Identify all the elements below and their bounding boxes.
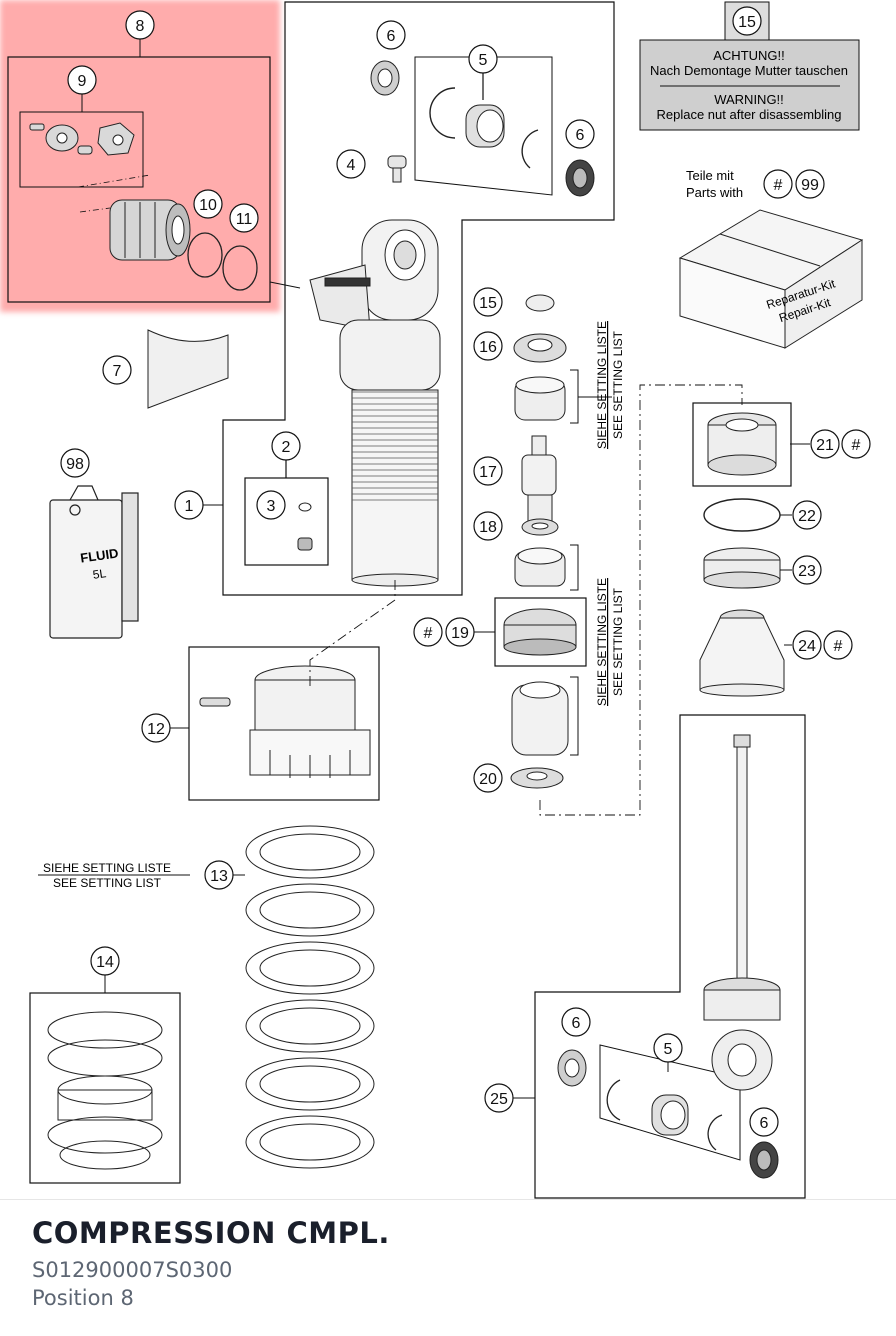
shock-absorber-body (309, 219, 441, 587)
setting-en-upper: SEE SETTING LIST (611, 330, 625, 439)
fluid-label-line2: 5L (92, 566, 107, 582)
warning-de-title: ACHTUNG!! (713, 48, 785, 63)
callout-hash-24: # (834, 638, 843, 655)
callout-6-bottom-right: 6 (760, 1115, 769, 1132)
callout-98: 98 (66, 456, 84, 473)
callout-10: 10 (199, 197, 217, 214)
callout-19: 19 (451, 625, 469, 642)
callout-13: 13 (210, 868, 228, 885)
part-9-adjuster (29, 122, 135, 156)
callout-6-bottom-left: 6 (572, 1015, 581, 1032)
callout-20: 20 (479, 771, 497, 788)
part-7-sleeve (147, 329, 229, 409)
highlight-position-8[interactable] (0, 0, 280, 312)
setting-en-lower: SEE SETTING LIST (611, 587, 625, 696)
callout-21: 21 (816, 437, 834, 454)
part-12-spring-adjuster (188, 646, 380, 801)
callout-2: 2 (282, 439, 291, 456)
callout-23: 23 (798, 563, 816, 580)
exploded-parts-diagram: FLUID 5L (0, 0, 871, 1199)
callout-6-top-left: 6 (387, 28, 396, 45)
callout-14: 14 (96, 954, 114, 971)
part-5-bushing-top (429, 87, 539, 169)
part-10-o-ring (187, 232, 223, 278)
part-6-seal-top-left (370, 60, 400, 96)
callout-12: 12 (147, 721, 165, 738)
callout-hash-21: # (852, 437, 861, 454)
assembly-connectors (309, 384, 743, 816)
part-4-valve (387, 155, 407, 183)
callout-hash-19: # (424, 625, 433, 642)
part-position: Position 8 (32, 1286, 134, 1310)
warning-en-title: WARNING!! (714, 92, 784, 107)
callout-15: 15 (479, 295, 497, 312)
callout-3: 3 (267, 498, 276, 515)
setting-de-upper: SIEHE SETTING LISTE (595, 321, 609, 449)
callout-numbers: 1 2 3 4 5 5 6 6 6 6 7 8 9 10 11 12 13 14… (66, 14, 860, 1132)
callout-5-bottom: 5 (664, 1041, 673, 1058)
callout-17: 17 (479, 464, 497, 481)
setting-list-brackets (570, 369, 612, 756)
callout-25: 25 (490, 1091, 508, 1108)
repair-kit-box (678, 209, 864, 349)
part-11-o-ring (222, 245, 258, 291)
fluid-label-line1: FLUID (79, 545, 119, 565)
callout-1: 1 (185, 498, 194, 515)
callout-99: 99 (801, 177, 819, 194)
warning-en-text: Replace nut after disassembling (657, 107, 842, 122)
callout-9: 9 (78, 73, 87, 90)
warning-plate (639, 1, 860, 131)
thread-lines (352, 391, 438, 501)
callout-22: 22 (798, 508, 816, 525)
warning-de-text: Nach Demontage Mutter tauschen (650, 63, 848, 78)
callout-18: 18 (479, 519, 497, 536)
part-6-seal-top-right (565, 159, 595, 197)
callout-6-top-right: 6 (576, 127, 585, 144)
part-number: S012900007S0300 (32, 1258, 233, 1282)
callout-4: 4 (347, 157, 356, 174)
right-parts-column (692, 402, 792, 697)
leader-lines (104, 443, 810, 1099)
callout-hash-99: # (774, 177, 783, 194)
middle-parts-column (494, 294, 587, 789)
callout-7: 7 (113, 363, 122, 380)
callout-5-top: 5 (479, 52, 488, 69)
callout-11: 11 (236, 211, 253, 228)
part-info-footer: COMPRESSION CMPL. S012900007S0300 Positi… (0, 1199, 896, 1336)
callout-8[interactable]: 8 (136, 18, 145, 35)
part-13-spring (245, 825, 375, 1169)
kit-parts-en: Parts with (686, 185, 743, 200)
setting-de-left: SIEHE SETTING LISTE (43, 861, 171, 875)
shock-body-frame (222, 1, 615, 596)
part-98-fluid-can (49, 485, 139, 639)
callout-circles (60, 6, 871, 1137)
setting-de-lower: SIEHE SETTING LISTE (595, 578, 609, 706)
callout-24: 24 (798, 638, 816, 655)
setting-en-left: SEE SETTING LIST (53, 876, 162, 890)
part-25-shaft-assembly (534, 714, 806, 1199)
kit-parts-de: Teile mit (686, 168, 734, 183)
part-title: COMPRESSION CMPL. (32, 1216, 390, 1250)
callout-15-warning: 15 (738, 14, 756, 31)
callout-16: 16 (479, 339, 497, 356)
part-10-compression-housing (109, 199, 191, 261)
part-14-spring-seat (29, 992, 181, 1184)
part-3-small-parts (297, 502, 313, 551)
